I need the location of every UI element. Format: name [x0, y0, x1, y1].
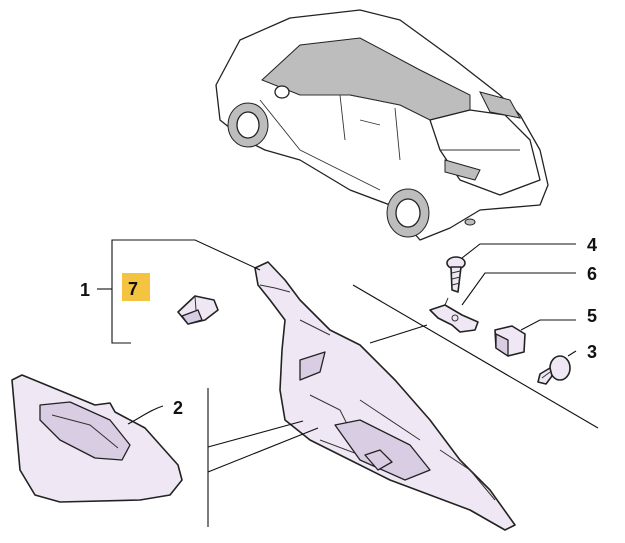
- callout-2: 2: [173, 398, 183, 418]
- car-illustration: [215, 9, 549, 241]
- side-cover-part: [11, 374, 183, 503]
- callout-5: 5: [587, 306, 597, 326]
- leader-lines: [97, 239, 599, 527]
- callout-7-highlight: [122, 273, 150, 301]
- retaining-clip-part: [494, 325, 526, 357]
- mounting-bracket-part: [429, 297, 479, 333]
- callout-7: 7: [128, 279, 138, 299]
- callout-3: 3: [587, 342, 597, 362]
- screw-part: [446, 256, 466, 293]
- push-pin-part: [537, 355, 571, 385]
- rear-quarter-trim-panel: [254, 261, 516, 531]
- callout-1: 1: [80, 280, 90, 300]
- clip-bracket-part: [177, 295, 219, 325]
- callout-6: 6: [587, 264, 597, 284]
- callout-4: 4: [587, 235, 597, 255]
